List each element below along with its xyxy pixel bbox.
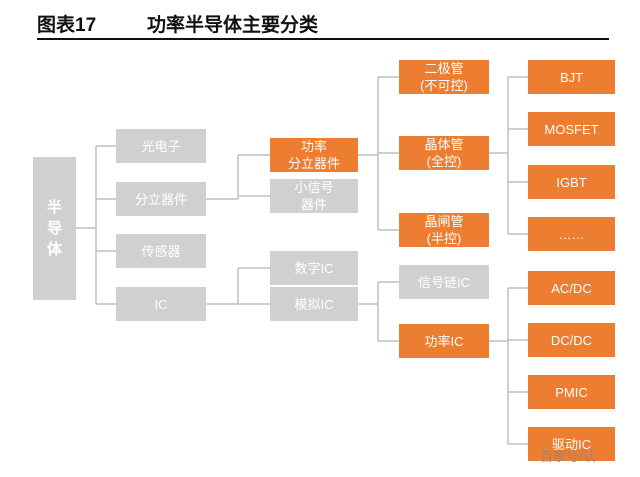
node-driver-ic: 驱动IC <box>528 427 615 461</box>
node-sensor: 传感器 <box>116 234 206 268</box>
node-ic: IC <box>116 287 206 321</box>
node-signal-chain-ic: 信号链IC <box>399 265 489 299</box>
node-thyristor: 晶闸管 (半控) <box>399 213 489 247</box>
node-optoelectronic: 光电子 <box>116 129 206 163</box>
node-semiconductor: 半 导 体 <box>33 157 76 300</box>
node-ac-dc: AC/DC <box>528 271 615 305</box>
node-power-ic: 功率IC <box>399 324 489 358</box>
node-pmic: PMIC <box>528 375 615 409</box>
figure-label: 图表17 <box>37 15 97 36</box>
node-more: …… <box>528 217 615 251</box>
figure-header: 图表17 功率半导体主要分类 <box>37 6 609 40</box>
node-power-discrete: 功率 分立器件 <box>270 138 358 172</box>
node-transistor: 晶体管 (全控) <box>399 136 489 170</box>
node-mosfet: MOSFET <box>528 112 615 146</box>
node-discrete-devices: 分立器件 <box>116 182 206 216</box>
node-bjt: BJT <box>528 60 615 94</box>
figure-title: 功率半导体主要分类 <box>147 15 319 36</box>
node-digital-ic: 数字IC <box>270 251 358 285</box>
watermark: 百家号/认 <box>540 449 596 464</box>
node-diode: 二极管 (不可控) <box>399 60 489 94</box>
node-igbt: IGBT <box>528 165 615 199</box>
node-dc-dc: DC/DC <box>528 323 615 357</box>
node-analog-ic: 模拟IC <box>270 287 358 321</box>
node-small-signal: 小信号 器件 <box>270 179 358 213</box>
